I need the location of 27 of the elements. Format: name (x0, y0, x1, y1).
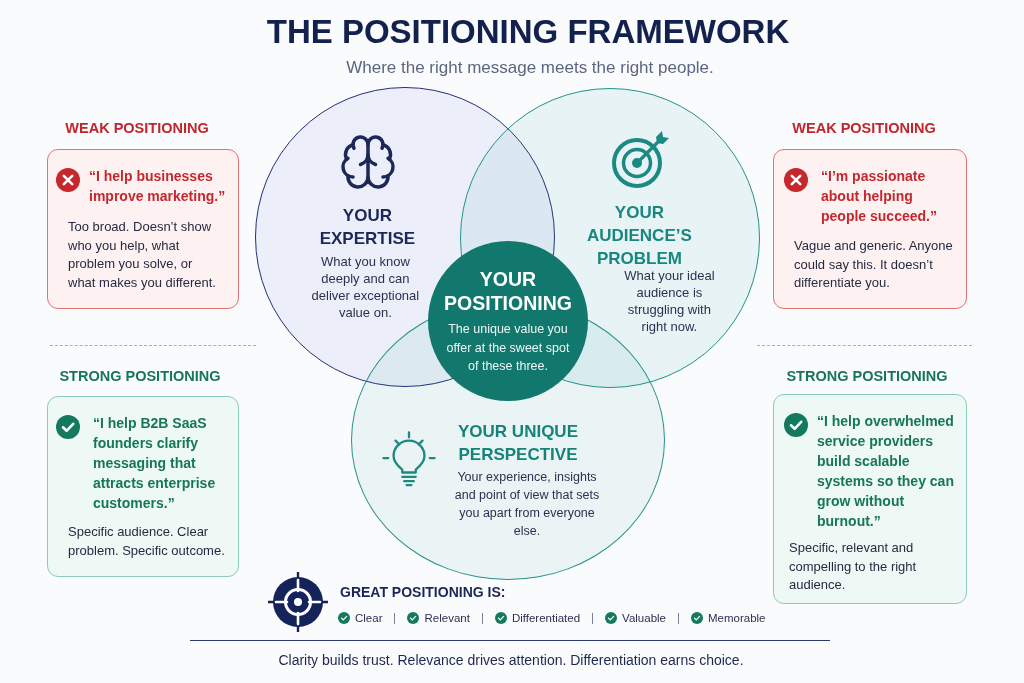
quote-text: “I’m passionate about helping people succeed.” (821, 167, 938, 226)
criteria-heading: GREAT POSITIONING IS: (340, 584, 506, 601)
description-text: Too broad. Doesn’t show who you help, what problem you solve, or what makes you different. (68, 218, 217, 292)
circle-heading: YOUR UNIQUE PERSPECTIVE (457, 421, 579, 466)
description-text: Specific audience. Clear problem. Specific outcome. (68, 523, 226, 560)
criteria-label: Memorable (708, 611, 766, 625)
circle-heading: YOUR POSITIONING (443, 267, 573, 315)
criteria-label: Valuable (622, 611, 666, 625)
section-heading: WEAK POSITIONING (792, 119, 936, 137)
section-heading: WEAK POSITIONING (65, 119, 209, 137)
quote-text: “I help overwhelmed service providers build scalable systems so they can grow without burnout.” (817, 412, 955, 531)
tagline: Clarity builds trust. Relevance drives attention. Differentiation earns choice. (278, 652, 744, 669)
circle-description: Your experience, insights and point of view that sets you apart from everyone else. (453, 469, 601, 540)
section-heading: STRONG POSITIONING (786, 367, 948, 385)
circle-description: What you know deeply and can deliver exceptional value on. (310, 253, 421, 322)
quote-text: “I help businesses improve marketing.” (89, 167, 227, 206)
circle-heading: YOUR EXPERTISE (318, 205, 417, 251)
criteria-label: Differentiated (511, 611, 581, 625)
criteria-label: Relevant (424, 611, 470, 625)
circle-description: The unique value you offer at the sweet spot of these three. (445, 321, 571, 375)
description-text: Specific, relevant and compelling to the right audience. (789, 539, 918, 594)
section-heading: STRONG POSITIONING (59, 367, 221, 385)
quote-text: “I help B2B SaaS founders clarify messaging that attracts enterprise customers.” (93, 414, 217, 513)
title: THE POSITIONING FRAMEWORK (266, 13, 790, 51)
subtitle: Where the right message meets the right people. (346, 58, 714, 78)
criteria-label: Clear (355, 611, 383, 625)
description-text: Vague and generic. Anyone could say this. It doesn’t differentiate you. (794, 237, 954, 292)
